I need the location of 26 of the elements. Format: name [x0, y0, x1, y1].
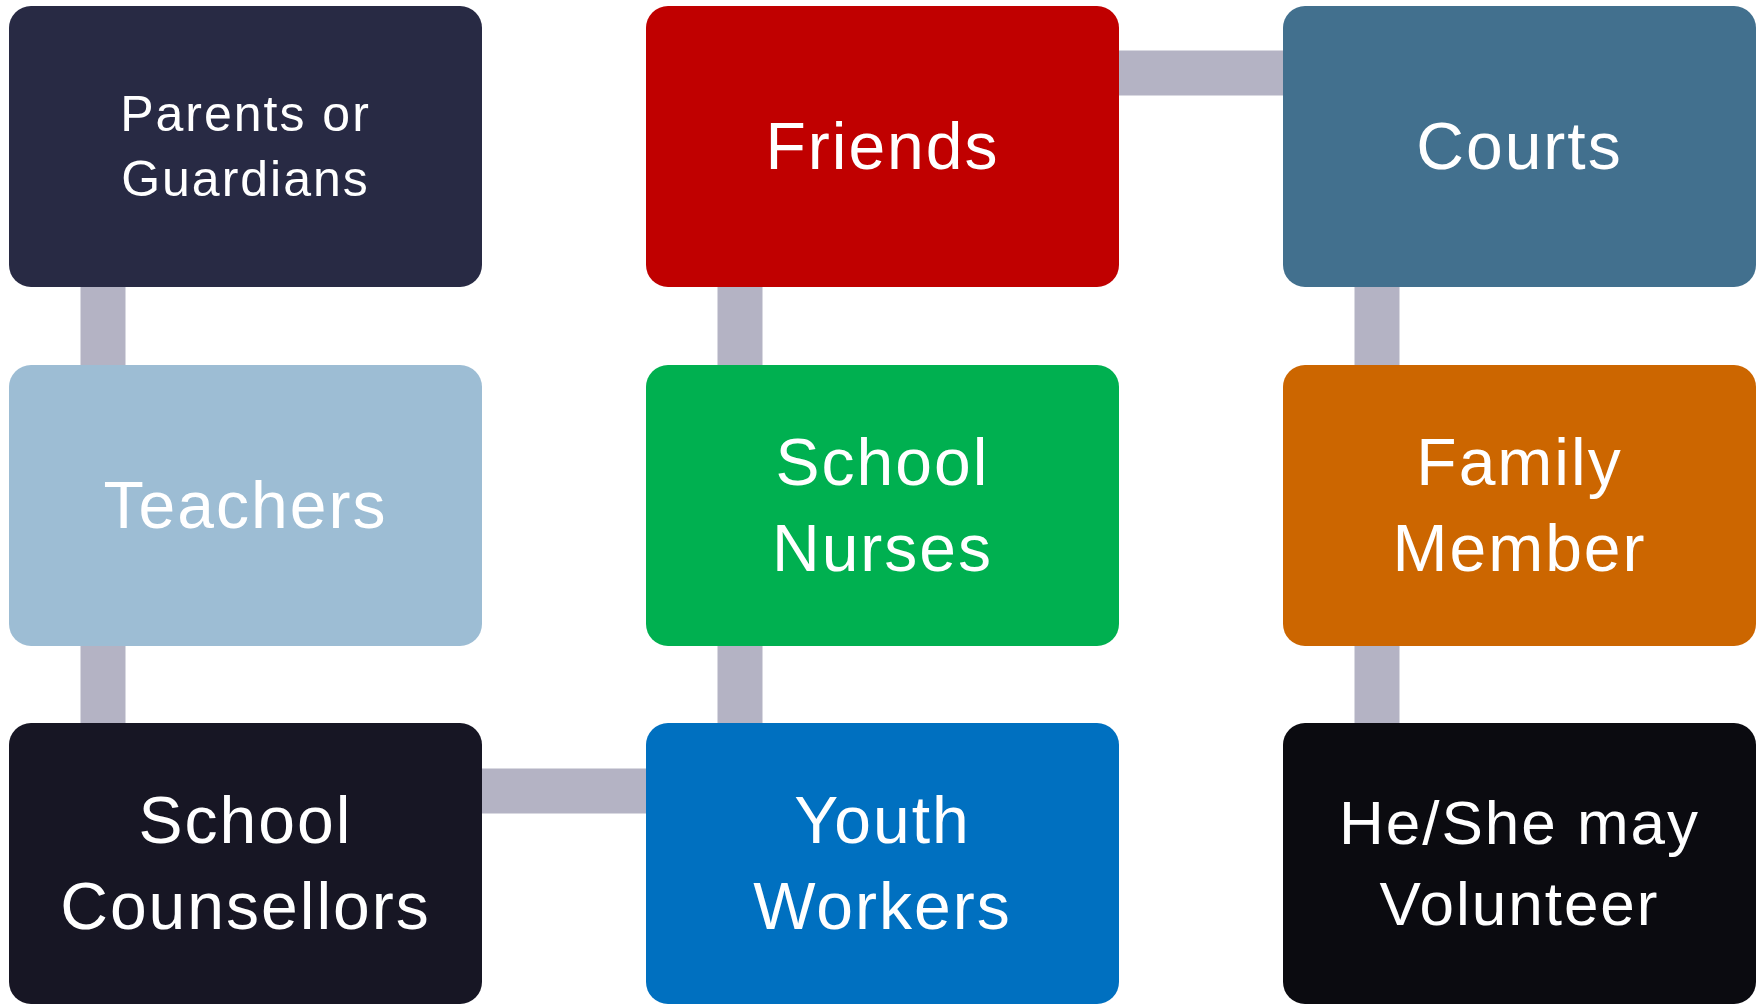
connector-bar — [1354, 287, 1400, 365]
connector-bar — [1119, 50, 1283, 96]
rounded-box — [9, 6, 482, 287]
rounded-box — [1283, 365, 1756, 646]
rounded-box — [646, 365, 1119, 646]
rounded-box — [1283, 6, 1756, 287]
box-label: Courts — [1416, 107, 1623, 185]
rounded-box — [646, 723, 1119, 1004]
box-label: Parents or Guardians — [119, 84, 372, 209]
box-label: School Nurses — [770, 423, 995, 587]
box-label: Friends — [765, 107, 1000, 185]
box-label: He/She may Volunteer — [1337, 786, 1702, 940]
connector-bar — [482, 768, 646, 814]
connector-bar — [80, 287, 126, 365]
rounded-box — [646, 6, 1119, 287]
connector-bar — [717, 646, 763, 723]
box-label: School Counsellors — [59, 781, 432, 945]
connector-bar — [80, 646, 126, 723]
rounded-box — [9, 723, 482, 1004]
box-label: Family Member — [1391, 423, 1648, 587]
box-label: Youth Workers — [752, 781, 1013, 945]
rounded-box — [9, 365, 482, 646]
box-label: Teachers — [103, 466, 388, 544]
connector-bar — [1354, 646, 1400, 723]
rounded-box — [1283, 723, 1756, 1004]
connector-bar — [717, 287, 763, 365]
